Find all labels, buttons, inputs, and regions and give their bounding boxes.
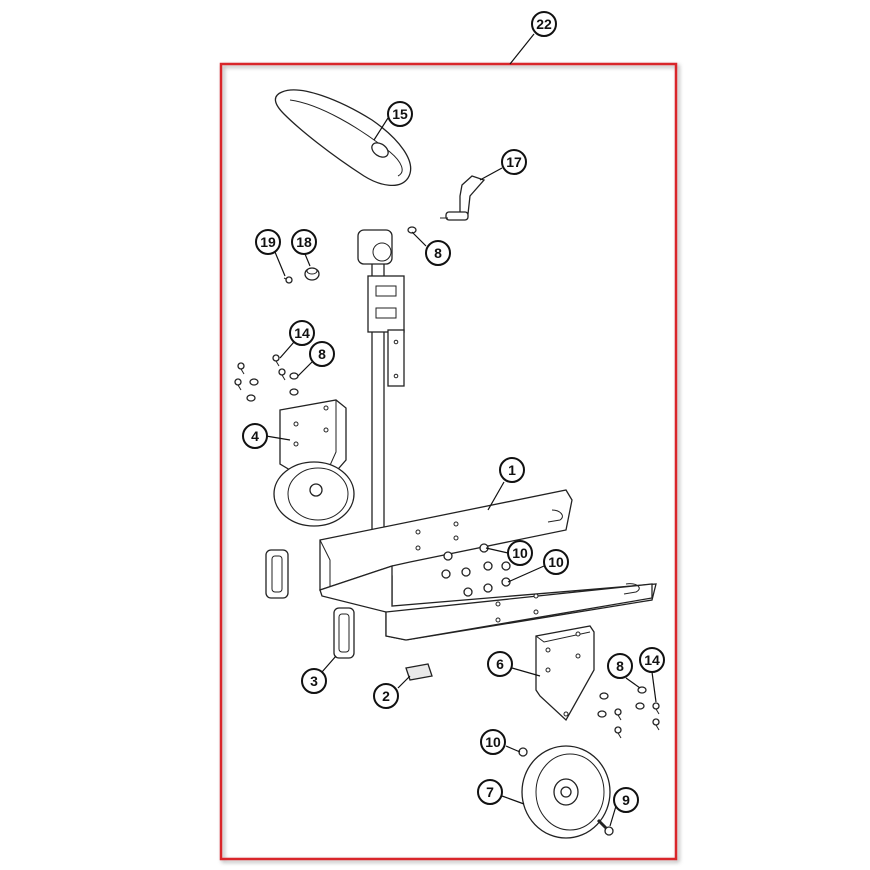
svg-text:10: 10	[548, 554, 564, 570]
callout-4: 4	[242, 423, 268, 449]
pad-right-part	[333, 607, 355, 659]
svg-text:10: 10	[512, 545, 528, 561]
left-hardware-cluster	[234, 354, 299, 402]
svg-text:3: 3	[310, 673, 318, 689]
screw-19-part	[283, 276, 293, 284]
callout-10-a: 10	[507, 540, 533, 566]
callout-8-top: 8	[425, 240, 451, 266]
callout-14-left: 14	[289, 320, 315, 346]
svg-text:14: 14	[644, 652, 660, 668]
svg-text:17: 17	[506, 154, 522, 170]
svg-text:8: 8	[434, 245, 442, 261]
callout-8-right: 8	[607, 653, 633, 679]
svg-text:4: 4	[251, 428, 259, 444]
frame-base-part	[319, 489, 657, 641]
callout-22: 22	[531, 11, 557, 37]
svg-text:10: 10	[485, 734, 501, 750]
label-plate-part	[405, 663, 433, 681]
axle-bolt-part	[596, 818, 614, 836]
callout-18: 18	[291, 229, 317, 255]
assembly-frame	[219, 62, 678, 861]
right-hardware-cluster	[597, 686, 660, 739]
svg-text:8: 8	[616, 658, 624, 674]
svg-text:9: 9	[622, 792, 630, 808]
callout-9: 9	[613, 787, 639, 813]
svg-text:19: 19	[260, 234, 276, 250]
callout-15: 15	[387, 101, 413, 127]
rear-bracket-part	[535, 625, 595, 722]
callout-19: 19	[255, 229, 281, 255]
svg-text:14: 14	[294, 325, 310, 341]
svg-text:8: 8	[318, 346, 326, 362]
callout-1: 1	[499, 457, 525, 483]
callout-7: 7	[477, 779, 503, 805]
handle-part	[274, 89, 412, 186]
wheel-part	[521, 745, 611, 839]
callout-3: 3	[301, 668, 327, 694]
svg-text:1: 1	[508, 462, 516, 478]
callout-14-right: 14	[639, 647, 665, 673]
callout-10-b: 10	[543, 549, 569, 575]
svg-text:7: 7	[486, 784, 494, 800]
svg-text:2: 2	[382, 688, 390, 704]
cap-18-part	[304, 267, 320, 281]
callout-10-c: 10	[480, 729, 506, 755]
lever-part	[440, 175, 486, 221]
svg-text:6: 6	[496, 656, 504, 672]
callout-2: 2	[373, 683, 399, 709]
leader-lines	[265, 33, 657, 827]
callout-17: 17	[501, 149, 527, 175]
svg-text:18: 18	[296, 234, 312, 250]
wheel-nut-part	[518, 747, 528, 757]
callout-6: 6	[487, 651, 513, 677]
caster-bracket-part	[273, 399, 355, 527]
washer-part	[407, 226, 417, 234]
svg-text:22: 22	[536, 16, 552, 32]
callout-8-left: 8	[309, 341, 335, 367]
svg-text:15: 15	[392, 106, 408, 122]
pad-left-part	[265, 549, 289, 599]
